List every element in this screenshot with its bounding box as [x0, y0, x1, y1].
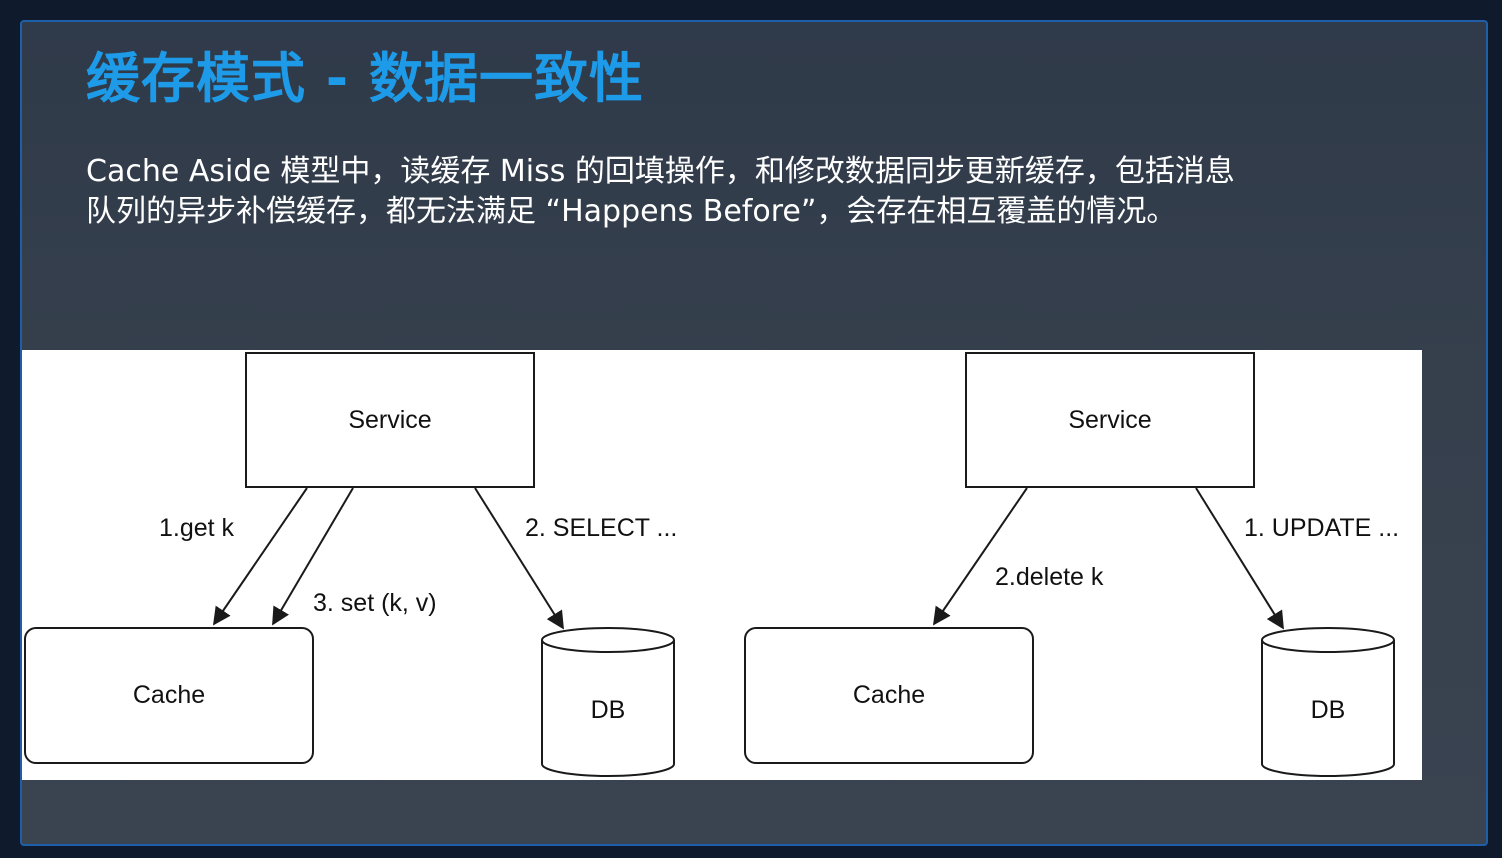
cache-node-left: Cache: [24, 627, 314, 764]
edge-set-arrow: [272, 487, 354, 626]
edge-label-get: 1.get k: [159, 514, 235, 542]
db-cylinder-right: [1261, 627, 1395, 777]
description-line-1: Cache Aside 模型中，读缓存 Miss 的回填操作，和修改数据同步更新…: [86, 154, 1235, 189]
edge-label-delete: 2.delete k: [995, 563, 1104, 591]
edge-label-set: 3. set (k, v): [313, 589, 437, 617]
description-line-2: 队列的异步补偿缓存，都无法满足 “Happens Before”，会存在相互覆盖…: [86, 194, 1177, 229]
edge-delete-arrow: [932, 487, 1028, 626]
slide-description: Cache Aside 模型中，读缓存 Miss 的回填操作，和修改数据同步更新…: [86, 152, 1386, 232]
service-node-right: Service: [965, 352, 1255, 488]
db-label-right: DB: [1310, 696, 1346, 724]
cache-node-right: Cache: [744, 627, 1034, 764]
edge-select-arrow: [474, 487, 564, 630]
cache-aside-diagram: Service Cache DB 1.get k 3. set (k, v) 2…: [22, 350, 1422, 780]
diagram-edges: [212, 487, 1395, 777]
service-node-left: Service: [245, 352, 535, 488]
edge-update-arrow: [1195, 487, 1284, 630]
edge-get-arrow: [212, 487, 308, 626]
edge-label-select: 2. SELECT ...: [525, 514, 678, 542]
edge-label-update: 1. UPDATE ...: [1244, 514, 1400, 542]
slide-title: 缓存模式 - 数据一致性: [86, 47, 645, 110]
db-cylinder-left: [541, 627, 675, 777]
db-label-left: DB: [590, 696, 626, 724]
